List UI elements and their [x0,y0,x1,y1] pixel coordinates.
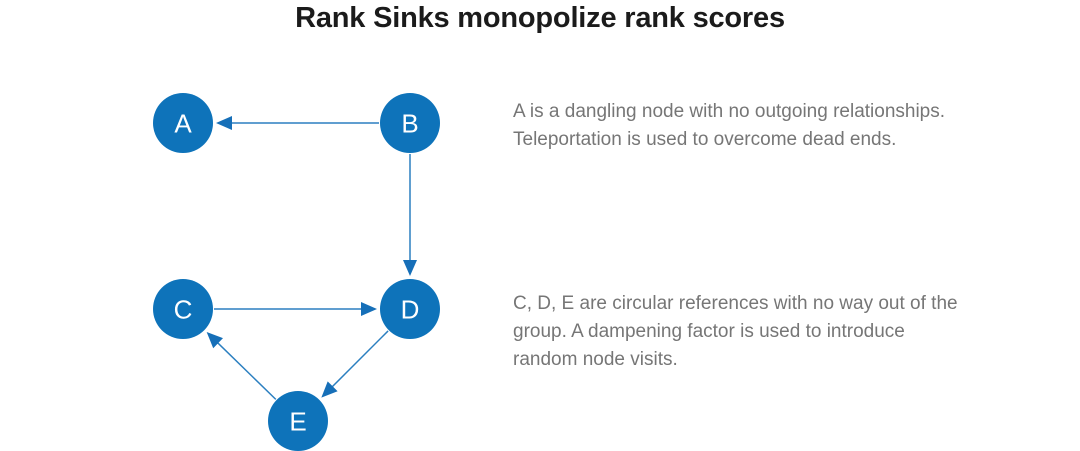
graph-node-e: E [268,391,328,451]
annotation-line: A is a dangling node with no outgoing re… [513,101,946,122]
annotation-circular-references: C, D, E are circular references with no … [513,290,1033,374]
arrowhead-e-to-c [206,332,223,349]
node-circle-a [153,93,213,153]
edge-d-to-e [330,330,389,389]
graph-node-b: B [380,93,440,153]
arrowhead-d-to-e [321,381,338,398]
arrowhead-b-to-a [216,116,232,130]
node-label-c: C [174,294,193,324]
node-label-b: B [401,108,418,138]
arrowhead-b-to-d [403,260,417,276]
graph-node-c: C [153,279,213,339]
arrowhead-c-to-d [361,302,377,316]
node-label-e: E [289,406,306,436]
annotation-line: random node visits. [513,349,678,370]
edge-e-to-c [216,341,277,400]
page-title: Rank Sinks monopolize rank scores [295,2,785,34]
node-circle-b [380,93,440,153]
annotation-line: group. A dampening factor is used to int… [513,321,905,342]
graph-node-d: D [380,279,440,339]
graph-node-a: A [153,93,213,153]
annotation-dangling-node: A is a dangling node with no outgoing re… [513,98,1033,154]
node-label-a: A [174,108,192,138]
node-label-d: D [401,294,420,324]
annotation-line: Teleportation is used to overcome dead e… [513,129,897,150]
annotation-line: C, D, E are circular references with no … [513,293,958,314]
node-circle-d [380,279,440,339]
node-circle-e [268,391,328,451]
node-circle-c [153,279,213,339]
